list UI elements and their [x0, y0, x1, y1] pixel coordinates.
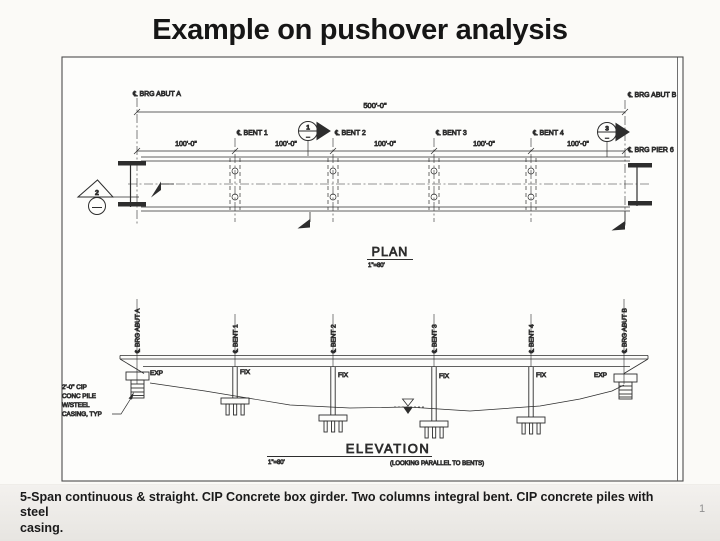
- plan-bent-columns: [229, 158, 537, 210]
- elev-bearing-exp-right: EXP: [594, 372, 607, 379]
- section-marker-3-dash: –: [605, 135, 609, 142]
- plan-view-title: PLAN: [372, 245, 409, 259]
- plan-dim-span-1: 100'-0": [175, 141, 197, 148]
- plan-dim-span-2: 100'-0": [275, 141, 297, 148]
- elev-bearing-fix-1: FIX: [240, 369, 251, 376]
- plan-dimension-lines: [133, 108, 629, 155]
- elevation-centerlines: [136, 299, 625, 384]
- plan-dim-total-span: 500'-0": [363, 101, 387, 110]
- plan-label-bent-1: ℄ BENT 1: [236, 130, 268, 137]
- pile-note-line-4: CASING, TYP: [62, 411, 102, 418]
- elevation-view-title: ELEVATION: [346, 441, 431, 456]
- plan-dim-span-3: 100'-0": [374, 141, 396, 148]
- elev-bearing-fix-4: FIX: [536, 372, 547, 379]
- plan-label-bent-4: ℄ BENT 4: [532, 130, 564, 137]
- elevation-view: ℄ BRG ABUT A ℄ BENT 1 ℄ BENT 2 ℄ BENT 3 …: [62, 299, 649, 467]
- plan-label-brg-pier-6: ℄ BRG PIER 6: [627, 147, 674, 154]
- plan-section-marker-3: [597, 122, 630, 157]
- plan-view: 2 1 – 3 – ℄ BRG ABUT A ℄ BRG ABUT B: [76, 91, 677, 269]
- caption-line-2: casing.: [20, 519, 64, 535]
- section-marker-3-number: 3: [605, 126, 609, 133]
- section-marker-1-number: 1: [306, 125, 310, 132]
- pile-note-line-1: 2'-0" CIP: [62, 384, 87, 391]
- elev-label-bent-3: ℄ BENT 3: [432, 324, 439, 354]
- elev-label-bent-4: ℄ BENT 4: [529, 324, 536, 354]
- elevation-bents: [220, 367, 546, 439]
- plan-section-marker-2: [76, 179, 139, 215]
- elevation-abutment-b: [613, 373, 638, 400]
- elev-bearing-exp-left: EXP: [150, 370, 163, 377]
- elev-label-brg-abut-b: ℄ BRG ABUT B: [622, 308, 629, 354]
- plan-abutment-b-detail: [628, 163, 652, 206]
- plan-label-brg-abut-a: ℄ BRG ABUT A: [132, 91, 181, 98]
- slide-caption: 5-Span continuous & straight. CIP Concre…: [20, 489, 667, 535]
- sheet-frame: [61, 56, 684, 482]
- plan-label-bent-3: ℄ BENT 3: [435, 130, 467, 137]
- elevation-view-note: (LOOKING PARALLEL TO BENTS): [390, 461, 484, 467]
- pile-note-line-3: W/STEEL: [62, 402, 90, 409]
- elevation-ground-line: [149, 382, 625, 412]
- plan-label-bent-2: ℄ BENT 2: [334, 130, 366, 137]
- elev-label-brg-abut-a: ℄ BRG ABUT A: [135, 308, 142, 354]
- section-marker-1-dash: –: [306, 134, 310, 141]
- plan-direction-arrows: [151, 181, 626, 231]
- page-number: 1: [699, 503, 706, 515]
- slide-title: Example on pushover analysis: [152, 14, 568, 46]
- plan-section-marker-1: [298, 121, 331, 156]
- plan-dim-span-5: 100'-0": [567, 141, 589, 148]
- plan-dim-span-4: 100'-0": [473, 141, 495, 148]
- elevation-deck: [119, 355, 649, 374]
- elev-bearing-fix-3: FIX: [439, 373, 450, 380]
- elev-bearing-fix-2: FIX: [338, 372, 349, 379]
- elevation-scale: 1"=80': [268, 460, 285, 466]
- plan-deck: [141, 156, 630, 212]
- plan-abutment-a-detail: [118, 161, 146, 207]
- caption-band: [0, 484, 720, 541]
- section-marker-2-number: 2: [95, 190, 99, 197]
- elev-label-bent-2: ℄ BENT 2: [331, 324, 338, 354]
- plan-scale: 1"=80': [368, 263, 385, 269]
- plan-label-brg-abut-b: ℄ BRG ABUT B: [627, 92, 677, 99]
- pile-note-line-2: CONC PILE: [62, 393, 96, 400]
- elevation-abutment-a: [125, 371, 150, 399]
- elev-label-bent-1: ℄ BENT 1: [233, 324, 240, 354]
- caption-line-1: 5-Span continuous & straight. CIP Concre…: [20, 489, 654, 520]
- pile-note-leader: [112, 392, 134, 415]
- water-level-icon: [401, 398, 415, 414]
